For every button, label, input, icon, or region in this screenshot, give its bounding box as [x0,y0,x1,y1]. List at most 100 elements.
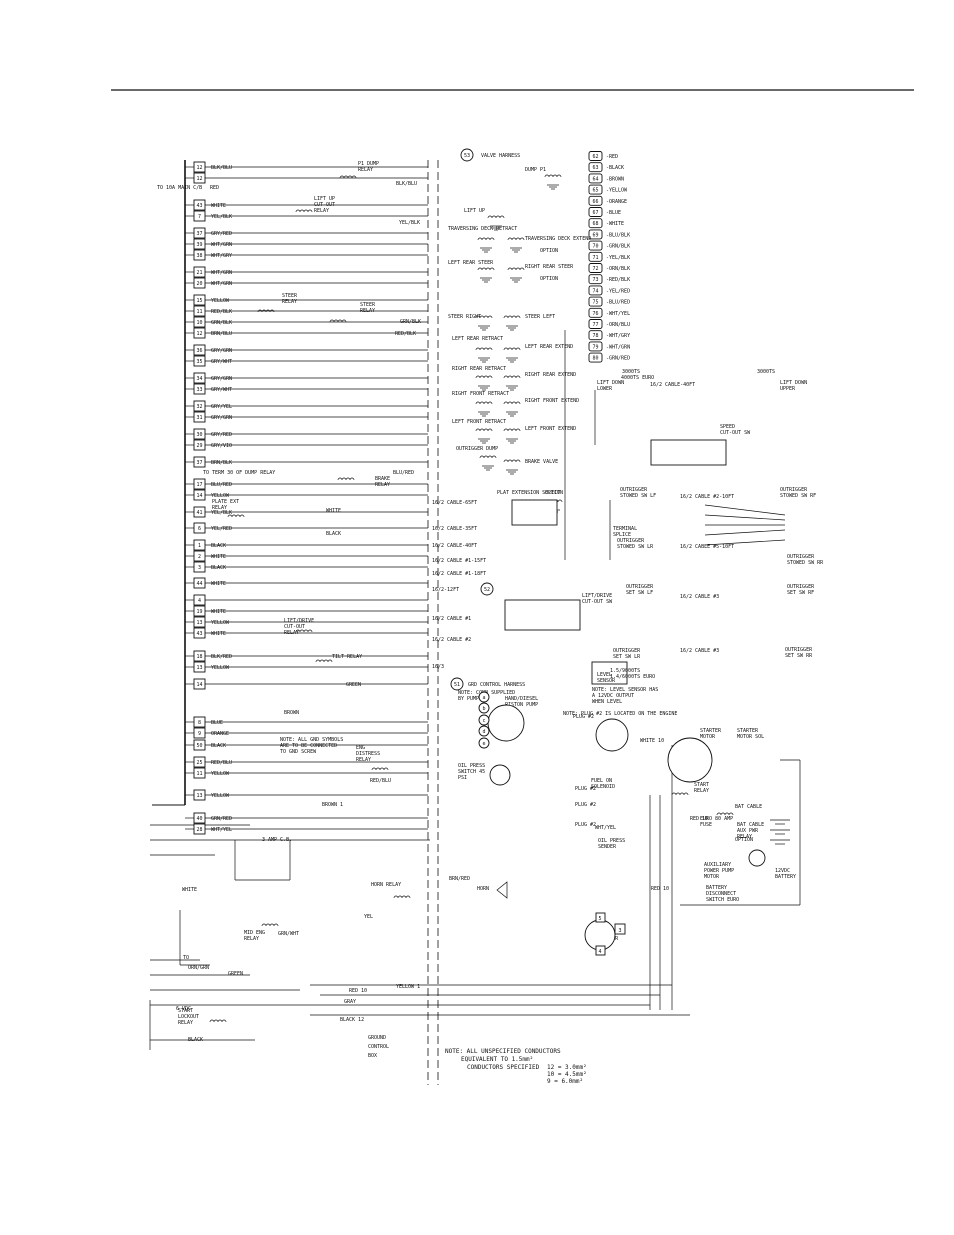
pump-symbol [487,704,525,742]
component-label-euro-fuse: EURO 80 AMP [700,816,733,822]
relay-label: RELAY [178,1020,193,1026]
relay-coil [227,514,245,518]
pin-number: 30 [196,432,202,438]
pin-wire-label: GRY/RED [211,432,232,438]
wire-label-yel: YEL [364,914,373,920]
component-label-speed-cutout: CUT-OUT SW [720,430,751,436]
legend-number-box [588,162,603,173]
wire-label-wht-yel: WHT/YEL [595,825,616,831]
legend-color: -WHT/GRY [606,333,630,339]
valve-label: DUMP P1 [525,167,546,173]
pin-number: 41 [196,510,202,516]
pin-wire-label: GRY/VIO [211,443,232,449]
valve-coil [475,375,493,379]
cable-label: 16/2 CABLE #2 [432,637,471,643]
component-label-outrigger-stowed-rf: STOWED SW RF [780,493,816,499]
component-label-aux-power-motor: MOTOR [704,874,720,880]
note-spec: 12 = 3.0mm² [547,1064,587,1071]
wire-label-white2: WHITE [182,887,197,893]
wire-label-white-10: WHITE 10 [640,738,664,744]
valve-label: TRAVERSING DECK RETRACT [448,226,517,232]
pin-wire-label: YELLOW [211,493,230,499]
relay-label: RELAY [360,308,375,314]
component-label-outrigger-stowed-rr: STOWED SW RR [787,560,824,566]
euro-models: 4000TS EURO [621,375,654,381]
relay-label: MID ENG [244,930,265,936]
valve-label: OPTION [545,490,563,496]
note-unspecified: EQUIVALENT TO 1.5mm² [461,1056,533,1063]
pin-wire-label: GRN/BLK [211,320,232,326]
pin52-number: 52 [484,587,490,593]
component-label-outrigger-set-lf: SET SW LF [626,590,653,596]
legend-color: -YEL/RED [606,288,630,294]
legend-color: -RED [606,154,618,160]
pin-wire-label: GRY/RED [211,231,232,237]
component-label-oil-press-switch: SWITCH 45 [458,769,485,775]
note-plug2: NOTE: PLUG #2 IS LOCATED ON THE ENGINE [563,711,677,717]
legend-number: 65 [592,188,598,194]
pin-wire-label: RED/BLK [211,309,232,315]
relay-label: RELAY [282,299,297,305]
pump-pin-letter: b [482,706,485,712]
legend-color: -BLACK [606,165,624,171]
component-label-terminal-splice: TERMINAL [613,526,637,532]
pin-number: 37 [196,231,202,237]
relay-label: ENG [356,745,365,751]
pin-wire-label: YELLOW [211,771,230,777]
component-label-outrigger-stowed-lf: OUTRIGGER [620,487,648,493]
relay-coil [339,175,357,179]
pump-pin [478,737,490,749]
legend-number-box [588,184,603,195]
pin-wire-label: GRN/RED [211,816,232,822]
component-label-plug2-d: PLUG #2 [575,822,596,828]
harness-circle [480,582,494,596]
component-label-fuel-on-solenoid: SOLENOID [591,784,615,790]
legend-number: 74 [592,288,598,294]
component-label-speed-cutout: SPEED [720,424,735,430]
wire-label-bat-cable: BAT CABLE [735,804,762,810]
valve-coil [475,401,493,405]
pin-number: 6 [198,526,201,532]
euro-models-right: 3000TS [757,369,775,375]
legend-number: 73 [592,277,598,283]
component-label-outrigger-set-lr: OUTRIGGER [613,648,641,654]
pin-number: 2 [198,554,201,560]
note-spec: 9 = 6.0mm² [547,1078,583,1085]
pin-number: 18 [196,654,202,660]
component-label-outrigger-set-rr: OUTRIGGER [785,647,813,653]
legend-color: -ORN/BLU [606,322,630,328]
pin-wire-label: WHT/GRN [211,281,232,287]
valve-coil [503,401,521,405]
note-gnd-symbols: ARE TO BE CONNECTED [280,743,337,749]
legend-number: 75 [592,300,598,306]
component-label-plug2-c: PLUG #2 [575,802,596,808]
pin-number: 40 [196,816,202,822]
relay-label: LIFT/DRIVE [284,618,314,624]
valve-label: OPTION [540,276,558,282]
pin-number: 19 [196,609,202,615]
note-unspecified: NOTE: ALL UNSPECIFIED CONDUCTORS [445,1048,561,1055]
pin-number: 31 [196,415,202,421]
legend-color: -BROWN [606,176,624,182]
legend-number-box [588,352,603,363]
pin-number: 43 [196,203,202,209]
pin-number: 15 [196,298,202,304]
level-sensor-label: LEVEL [597,672,612,678]
note-level-sensor: WHEN LEVEL [592,699,622,705]
pin-number: 3 [198,565,201,571]
cable-label: 16/2 CABLE-65FT [432,500,477,506]
starter-motor-symbol [667,737,713,783]
component-label-outrigger-set-rf: OUTRIGGER [787,584,815,590]
relay-label: RELAY [375,482,390,488]
relay-coil [261,923,279,927]
relay-label: RELAY [694,788,709,794]
legend-number: 70 [592,244,598,250]
pin-number: 21 [196,270,202,276]
note-conn-supplied: BY PUMP [458,696,479,702]
relay-label: TILT RELAY [332,654,362,660]
wire-label-brn-red: BRN/RED [449,876,470,882]
pin-number: 17 [196,482,202,488]
valve-label: LEFT FRONT RETRACT [452,419,506,425]
pin-wire-label: WHT/GRN [211,242,232,248]
wire-label-red-blu: RED/BLU [370,778,391,784]
